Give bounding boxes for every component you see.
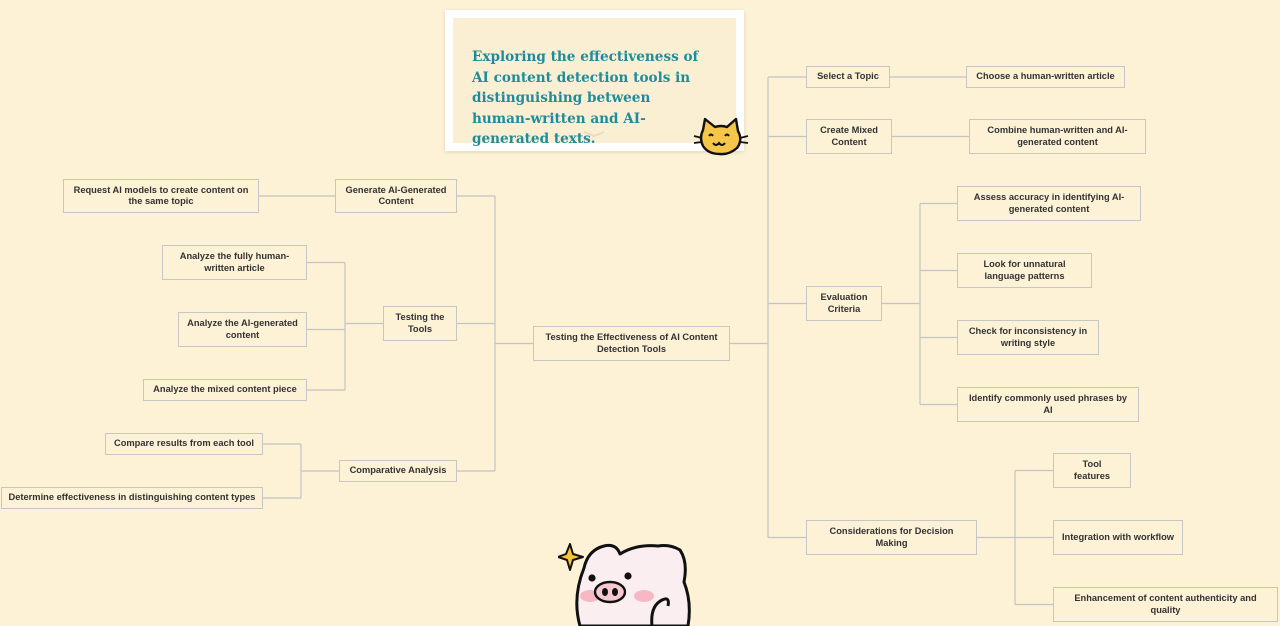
cat-sticker-icon	[693, 116, 749, 158]
leaf-determine-effectiveness[interactable]: Determine effectiveness in distinguishin…	[1, 487, 263, 509]
branch-create-mixed-content[interactable]: Create Mixed Content	[806, 119, 892, 154]
connector-considerations	[977, 471, 1053, 605]
leaf-common-phrases[interactable]: Identify commonly used phrases by AI	[957, 387, 1139, 422]
leaf-integration-workflow[interactable]: Integration with workflow	[1053, 520, 1183, 555]
branch-evaluation-criteria[interactable]: Evaluation Criteria	[806, 286, 882, 321]
leaf-assess-accuracy[interactable]: Assess accuracy in identifying AI-genera…	[957, 186, 1141, 221]
leaf-inconsistency-style[interactable]: Check for inconsistency in writing style	[957, 320, 1099, 355]
chevron-down-icon	[582, 130, 606, 138]
leaf-choose-article[interactable]: Choose a human-written article	[966, 66, 1125, 88]
leaf-request-ai-models[interactable]: Request AI models to create content on t…	[63, 179, 259, 213]
pig-sticker-icon	[558, 540, 698, 626]
mindmap-root[interactable]: Testing the Effectiveness of AI Content …	[533, 326, 730, 361]
connector-testing	[307, 263, 383, 391]
connector-comparative	[263, 444, 339, 498]
leaf-tool-features[interactable]: Tool features	[1053, 453, 1131, 488]
connector-evaluation	[882, 204, 957, 405]
leaf-analyze-human-article[interactable]: Analyze the fully human-written article	[162, 245, 307, 280]
branch-considerations[interactable]: Considerations for Decision Making	[806, 520, 977, 555]
branch-select-topic[interactable]: Select a Topic	[806, 66, 890, 88]
leaf-unnatural-patterns[interactable]: Look for unnatural language patterns	[957, 253, 1092, 288]
leaf-compare-results[interactable]: Compare results from each tool	[105, 433, 263, 455]
branch-testing-tools[interactable]: Testing the Tools	[383, 306, 457, 341]
connector-root-left	[457, 196, 533, 471]
leaf-analyze-ai-content[interactable]: Analyze the AI-generated content	[178, 312, 307, 347]
leaf-analyze-mixed-content[interactable]: Analyze the mixed content piece	[143, 379, 307, 401]
leaf-combine-content[interactable]: Combine human-written and AI-generated c…	[969, 119, 1146, 154]
branch-generate-ai-content[interactable]: Generate AI-Generated Content	[335, 179, 457, 213]
leaf-enhancement-authenticity[interactable]: Enhancement of content authenticity and …	[1053, 587, 1278, 622]
branch-comparative-analysis[interactable]: Comparative Analysis	[339, 460, 457, 482]
